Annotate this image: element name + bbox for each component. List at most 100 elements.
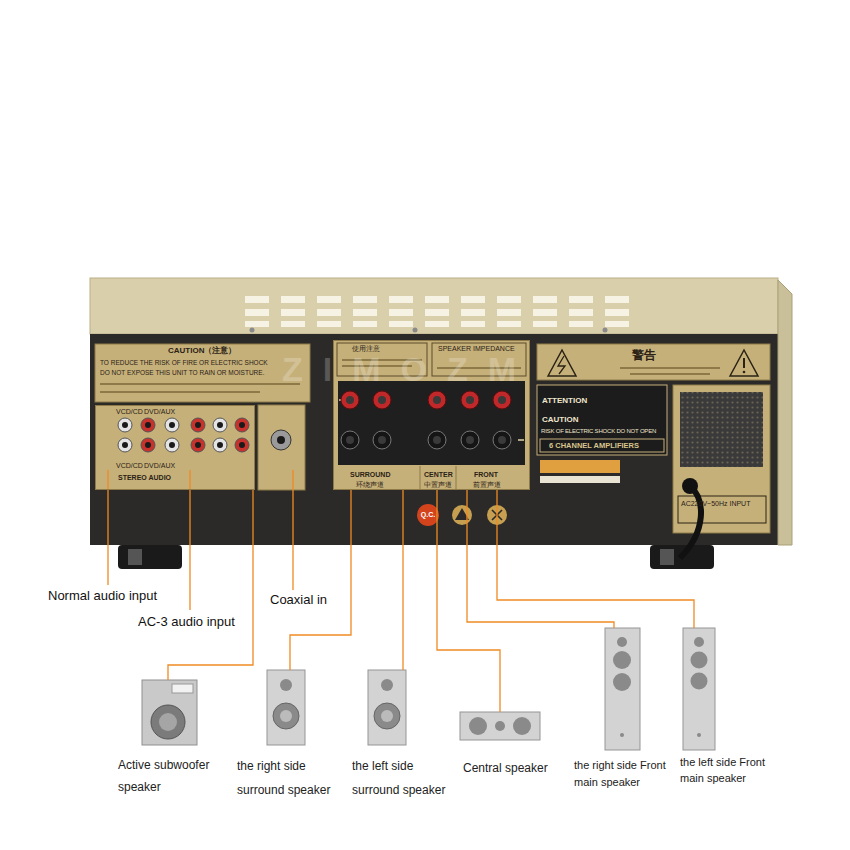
foot — [118, 545, 182, 569]
port — [620, 733, 624, 737]
input-panel: VCD/CDDVD/AUXVCD/CDDVD/AUXSTEREO AUDIO — [95, 405, 255, 490]
hazard-triangle — [730, 350, 758, 376]
woofer — [513, 717, 531, 735]
red-binding-post — [341, 391, 511, 409]
qc-mark: Q.C. — [414, 511, 442, 518]
jack-label: DVD/AUX — [144, 408, 175, 415]
speaker-wire — [437, 490, 500, 712]
terminal-field — [338, 381, 525, 465]
tweeter — [694, 637, 704, 647]
woofer — [691, 673, 708, 690]
tower-speaker-icon — [683, 628, 715, 750]
woofer — [613, 651, 631, 669]
black-binding-post — [341, 431, 511, 449]
panel-note: 使用注意 — [352, 345, 380, 352]
power-plate — [673, 385, 770, 533]
jack-hole — [122, 422, 245, 448]
panel-heading: STEREO AUDIO — [118, 474, 171, 481]
attention-plate — [537, 385, 667, 455]
model-band — [540, 439, 664, 452]
tower-speaker-icon — [605, 628, 640, 750]
warning-heading: 警告 — [632, 349, 656, 361]
speaker-label: the left side surround speaker — [352, 754, 452, 802]
vent-slots — [245, 296, 629, 327]
subwoofer-icon — [142, 680, 197, 745]
attention-text: ATTENTION — [542, 397, 587, 405]
cert-logo — [452, 505, 472, 525]
hazard-triangle — [548, 350, 576, 376]
speaker-label: Active subwoofer speaker — [118, 754, 222, 798]
surround-speaker-icon — [267, 670, 305, 745]
foot-highlight — [128, 549, 142, 565]
speaker-unit: Active subwoofer speaker — [112, 680, 222, 802]
power-grill-holes — [680, 392, 763, 467]
woofer-cap — [280, 710, 292, 722]
speaker-wire — [402, 490, 403, 670]
speaker-unit: the right side Front main speaker — [570, 628, 670, 796]
speaker-label: the left side Front main speaker — [680, 754, 788, 786]
caution-heading: CAUTION（注意） — [168, 347, 236, 355]
coaxial-jack — [271, 430, 291, 450]
coaxial-jack-hole — [277, 436, 285, 444]
channel-label: 中置声道 — [424, 481, 452, 488]
panel-divider — [420, 466, 456, 490]
tweeter — [280, 679, 292, 691]
power-rating: AC220V~50Hz INPUT — [681, 499, 763, 509]
caution-text: DO NOT EXPOSE THIS UNIT TO RAIN OR MOIST… — [100, 370, 264, 377]
channel-label: 环绕声道 — [356, 481, 384, 488]
cert-logo-mark — [455, 508, 469, 520]
jack-label: DVD/AUX — [144, 462, 175, 469]
screw — [250, 328, 255, 333]
speaker-label: the right side Front main speaker — [574, 757, 672, 791]
callout-label: AC-3 audio input — [138, 615, 235, 628]
rear-panel — [90, 334, 778, 545]
callout-label: Normal audio input — [48, 589, 157, 602]
speaker-unit: the right side surround speaker — [232, 670, 342, 804]
input-panel-plate — [95, 405, 255, 490]
amplifier-lid — [90, 278, 778, 334]
warning-plate — [537, 344, 770, 380]
speaker-wire — [467, 490, 614, 628]
speaker-wire — [168, 490, 253, 680]
screw — [413, 328, 418, 333]
cert-logo-mark — [492, 510, 502, 520]
screw — [603, 328, 608, 333]
speaker-unit: the left side surround speaker — [348, 670, 458, 804]
channel-label: CENTER — [424, 471, 453, 478]
panel-note: SPEAKER IMPEDANCE — [438, 345, 515, 352]
jack-label: VCD/CD — [116, 462, 143, 469]
tweeter — [381, 679, 393, 691]
serial-tag — [540, 476, 620, 483]
channel-label: FRONT — [474, 471, 498, 478]
power-rating-box — [678, 496, 766, 523]
channel-label: SURROUND — [350, 471, 390, 478]
subwoofer-badge — [172, 684, 193, 693]
cert-logo — [487, 505, 507, 525]
woofer — [691, 652, 708, 669]
speaker-wire — [290, 490, 351, 670]
attention-text: RISK OF ELECTRIC SHOCK DO NOT OPEN — [541, 428, 656, 434]
side-panel — [778, 280, 792, 545]
rca-jack-red — [141, 418, 249, 452]
model-name: 6 CHANNEL AMPLIFIERS — [549, 442, 639, 450]
qc-tag — [540, 460, 620, 473]
lightning-symbol — [558, 356, 565, 374]
caution-text-lines — [100, 384, 300, 392]
woofer — [374, 703, 400, 729]
woofer-cap — [381, 710, 393, 722]
caution-text: TO REDUCE THE RISK OF FIRE OR ELECTRIC S… — [100, 360, 268, 367]
woofer — [469, 717, 487, 735]
coaxial-panel — [258, 405, 305, 490]
speaker-label: Central speaker — [463, 762, 555, 774]
power-grill — [680, 392, 763, 467]
watermark: ZIMOZM — [282, 352, 536, 386]
caution-plate — [95, 344, 310, 402]
speaker-unit: the left side Front main speaker — [676, 628, 791, 796]
woofer — [273, 703, 299, 729]
subwoofer-cone — [151, 705, 185, 739]
